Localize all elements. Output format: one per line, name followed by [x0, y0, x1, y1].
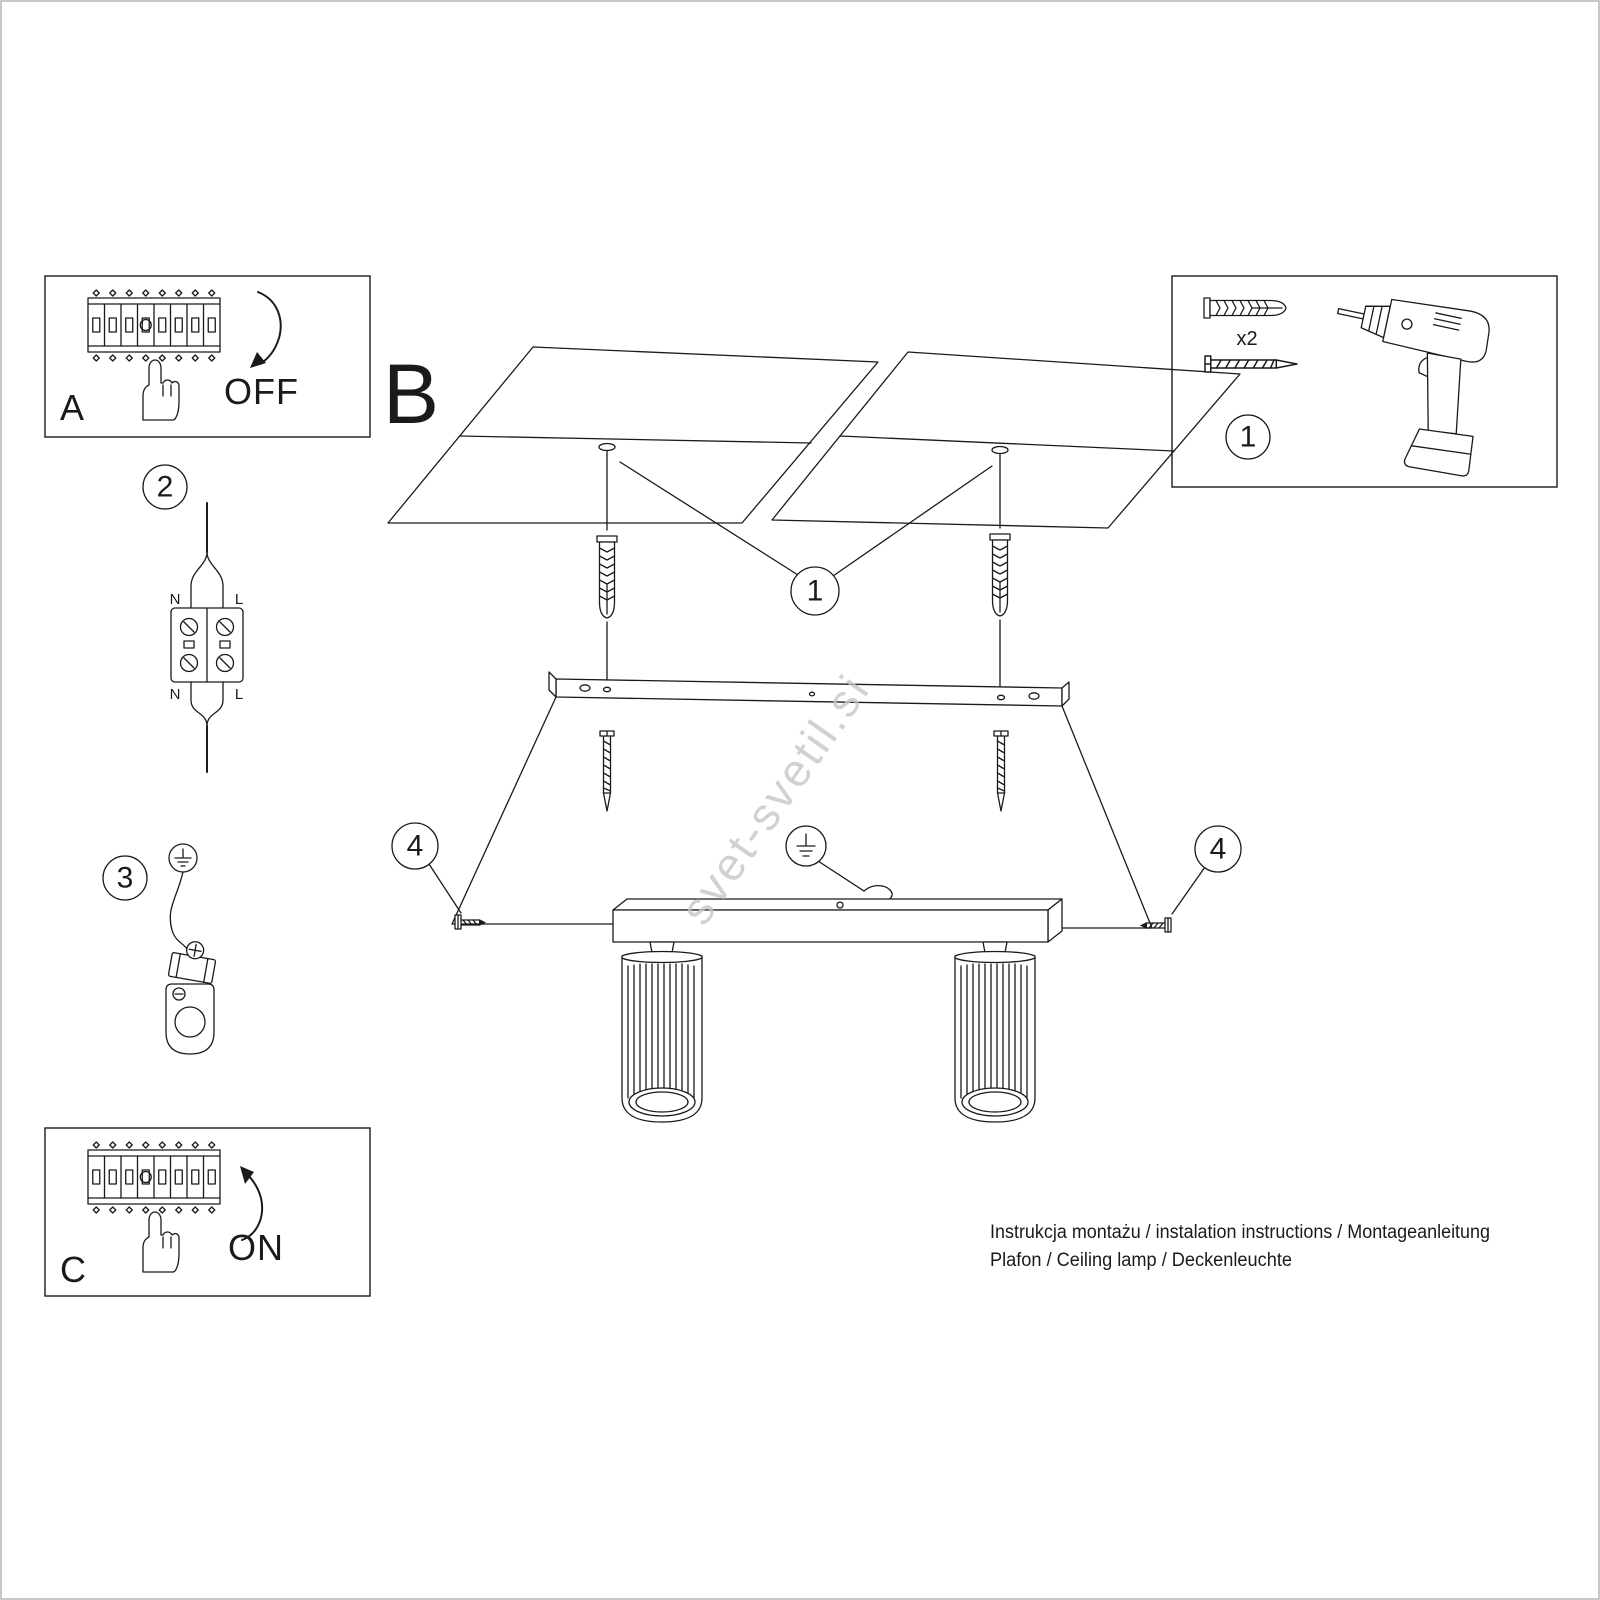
earth-wire-connector-icon — [165, 871, 217, 1055]
wire-l-bottom-label: L — [235, 686, 243, 703]
screw-icon — [1204, 355, 1298, 373]
wall-plug-left — [596, 535, 618, 619]
callout-4-left: 4 — [391, 822, 462, 914]
switch-off-arrow-icon — [250, 291, 282, 368]
earth-symbol-icon — [168, 843, 198, 873]
callout-4-right: 4 — [1171, 825, 1242, 915]
callout-4-left-badge — [391, 822, 439, 870]
power-off-label: OFF — [224, 371, 299, 412]
lamp-base-bar — [612, 909, 1049, 943]
section-b-label: B — [383, 347, 439, 441]
pointing-hand-icon — [142, 1211, 180, 1273]
ceiling-lamp — [612, 898, 1063, 1123]
panel-c-label: C — [60, 1249, 86, 1290]
toolbox-step-number: 1 — [1240, 421, 1257, 454]
callout-4-right-badge — [1194, 825, 1242, 873]
panel-a-frame — [44, 275, 371, 438]
callout-4-left-number: 4 — [407, 830, 424, 863]
panel-c: ON C — [44, 1127, 371, 1297]
alignment-lines — [606, 450, 1001, 687]
step-3-earthing: 3 — [102, 843, 217, 1055]
toolbox-step-badge — [1225, 414, 1271, 460]
step-3-badge — [102, 855, 148, 901]
wall-plug-icon — [1203, 297, 1287, 319]
wire-n-bottom-label: N — [170, 686, 181, 703]
breaker-panel-icon — [87, 1141, 221, 1214]
callout-4-right-number: 4 — [1210, 833, 1227, 866]
power-on-label: ON — [228, 1227, 284, 1268]
breaker-panel-icon — [87, 289, 221, 362]
callout-1-number: 1 — [807, 575, 824, 608]
lamp-shade-right — [954, 950, 1036, 1123]
toolbox-panel: x2 1 — [1171, 275, 1558, 488]
wall-plug-right — [989, 533, 1011, 617]
cable-and-terminal-block-icon — [170, 502, 244, 773]
ceiling-hole-right — [991, 445, 1009, 455]
step-2-number: 2 — [157, 471, 174, 504]
step-3-number: 3 — [117, 862, 134, 895]
mounting-screw-right — [993, 730, 1009, 812]
side-screw-left — [454, 914, 486, 930]
callout-1-badge — [790, 566, 840, 616]
step-2-wiring: 2 N L N L — [142, 464, 244, 773]
toolbox-frame — [1171, 275, 1558, 488]
panel-a: OFF A — [44, 275, 371, 438]
watermark: svet-svetil.si — [670, 664, 880, 933]
drill-icon — [1336, 298, 1490, 477]
wire-l-top-label: L — [235, 591, 243, 608]
footer-line-1: Instrukcja montażu / instalation instruc… — [990, 1222, 1490, 1243]
side-screw-right — [1140, 917, 1172, 933]
panel-a-label: A — [60, 387, 84, 428]
mounting-bracket — [548, 671, 1070, 707]
panel-c-frame — [44, 1127, 371, 1297]
guide-lines — [451, 696, 1153, 929]
callout-1: 1 — [619, 461, 993, 616]
switch-on-arrow-icon — [240, 1166, 263, 1241]
pointing-hand-icon — [142, 359, 180, 421]
earth-callout — [785, 825, 893, 902]
plug-quantity-label: x2 — [1236, 328, 1257, 350]
lamp-shade-left — [621, 950, 703, 1123]
step-2-badge — [142, 464, 188, 510]
footer: Instrukcja montażu / instalation instruc… — [990, 1222, 1490, 1271]
ceiling-panels — [387, 346, 1241, 529]
wire-n-top-label: N — [170, 591, 181, 608]
mounting-screw-left — [599, 730, 615, 812]
footer-line-2: Plafon / Ceiling lamp / Deckenleuchte — [990, 1250, 1292, 1271]
ceiling-hole-left — [598, 442, 616, 452]
